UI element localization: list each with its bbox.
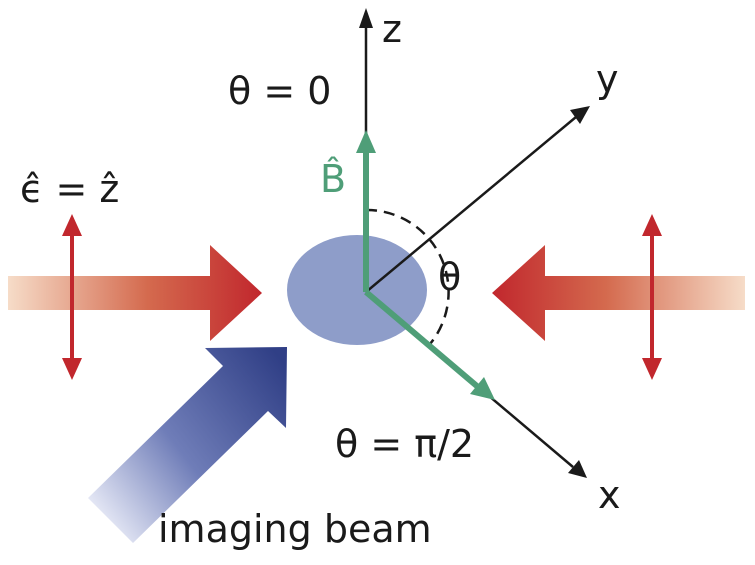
right-laser-beam: [492, 245, 745, 341]
z-axis-label: z: [382, 7, 402, 51]
b-field-label: B̂: [320, 157, 346, 201]
left-laser-beam: [8, 245, 262, 341]
y-axis: [365, 106, 590, 293]
theta-zero-label: θ = 0: [228, 69, 331, 113]
b-field-vector-vertical: [356, 130, 376, 292]
theta-arc: [365, 208, 450, 345]
y-axis-label: y: [596, 57, 619, 101]
imaging-beam-label: imaging beam: [158, 507, 432, 551]
theta-label: θ: [438, 255, 461, 299]
x-axis-label: x: [598, 473, 621, 517]
right-polarization-arrow: [642, 214, 662, 380]
polarization-label: ϵ̂ = ẑ: [20, 167, 119, 211]
b-field-vector-rotated: [364, 289, 495, 400]
theta-half-pi-label: θ = π/2: [335, 422, 474, 466]
left-polarization-arrow: [62, 214, 82, 380]
imaging-beam-arrow: [88, 347, 287, 543]
